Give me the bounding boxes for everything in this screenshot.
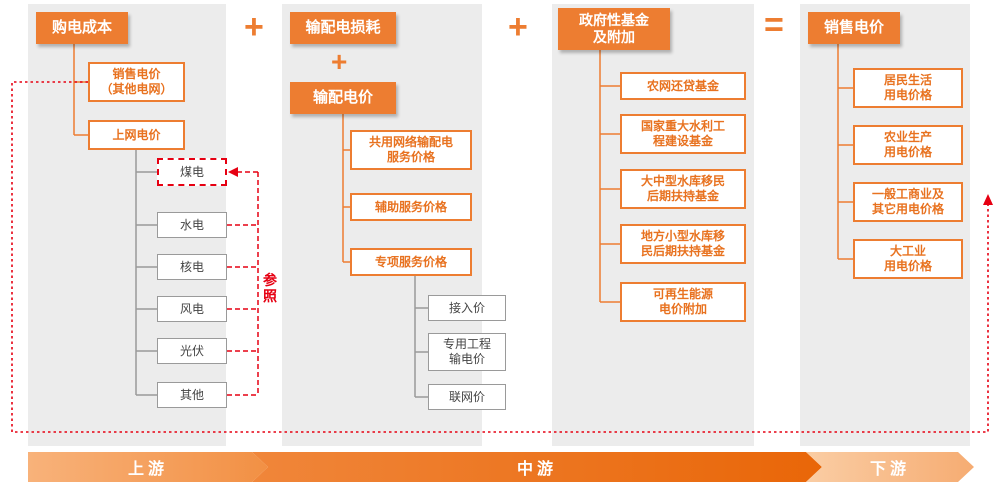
reference-dashed-lines bbox=[227, 171, 259, 396]
major-water-project-fund-box: 国家重大水利工 程建设基金 bbox=[620, 114, 746, 154]
plus-operator-2: + bbox=[508, 8, 528, 46]
nuclear-power-box: 核电 bbox=[157, 254, 227, 280]
government-funds-header: 政府性基金 及附加 bbox=[558, 8, 670, 50]
upstream-label: 上游 bbox=[127, 461, 168, 478]
inner-plus-operator: + bbox=[331, 46, 348, 77]
coal-power-box: 煤电 bbox=[157, 158, 227, 186]
feedback-loop-arrowhead bbox=[983, 194, 993, 205]
midstream-banner-arrow: 中游 bbox=[252, 452, 822, 482]
renewable-surcharge-box: 可再生能源 电价附加 bbox=[620, 282, 746, 322]
on-grid-price-box: 上网电价 bbox=[88, 120, 185, 150]
dedicated-line-price-box: 专用工程 输电价 bbox=[428, 333, 506, 371]
equals-operator: = bbox=[764, 6, 784, 44]
plus-operator-1: + bbox=[244, 8, 264, 46]
downstream-label: 下游 bbox=[869, 461, 910, 478]
sales-price-other-grid-box: 销售电价 （其他电网） bbox=[88, 62, 185, 102]
sales-price-header: 销售电价 bbox=[808, 12, 900, 44]
large-reservoir-migrant-fund-box: 大中型水库移民 后期扶持基金 bbox=[620, 169, 746, 209]
rural-grid-loan-fund-box: 农网还贷基金 bbox=[620, 72, 746, 100]
small-reservoir-migrant-fund-box: 地方小型水库移 民后期扶持基金 bbox=[620, 224, 746, 264]
reference-label: 参照 bbox=[263, 272, 277, 305]
upstream-banner-arrow: 上游 bbox=[28, 452, 268, 482]
agriculture-price-box: 农业生产 用电价格 bbox=[853, 125, 963, 165]
transmission-loss-header: 输配电损耗 bbox=[290, 12, 396, 44]
residential-price-box: 居民生活 用电价格 bbox=[853, 68, 963, 108]
purchase-cost-header: 购电成本 bbox=[36, 12, 128, 44]
other-power-box: 其他 bbox=[157, 382, 227, 408]
panel-transmission bbox=[282, 4, 482, 446]
access-price-box: 接入价 bbox=[428, 295, 506, 321]
wind-power-box: 风电 bbox=[157, 296, 227, 322]
midstream-label: 中游 bbox=[516, 461, 557, 478]
hydro-power-box: 水电 bbox=[157, 212, 227, 238]
downstream-banner-arrow: 下游 bbox=[806, 452, 974, 482]
interconnection-price-box: 联网价 bbox=[428, 384, 506, 410]
large-industry-price-box: 大工业 用电价格 bbox=[853, 239, 963, 279]
solar-power-box: 光伏 bbox=[157, 338, 227, 364]
shared-network-service-box: 共用网络输配电 服务价格 bbox=[350, 130, 472, 170]
td-price-box: 输配电价 bbox=[290, 82, 396, 114]
auxiliary-service-box: 辅助服务价格 bbox=[350, 193, 472, 221]
reference-arrowhead bbox=[228, 167, 238, 177]
general-commercial-price-box: 一般工商业及 其它用电价格 bbox=[853, 182, 963, 222]
special-service-box: 专项服务价格 bbox=[350, 248, 472, 276]
